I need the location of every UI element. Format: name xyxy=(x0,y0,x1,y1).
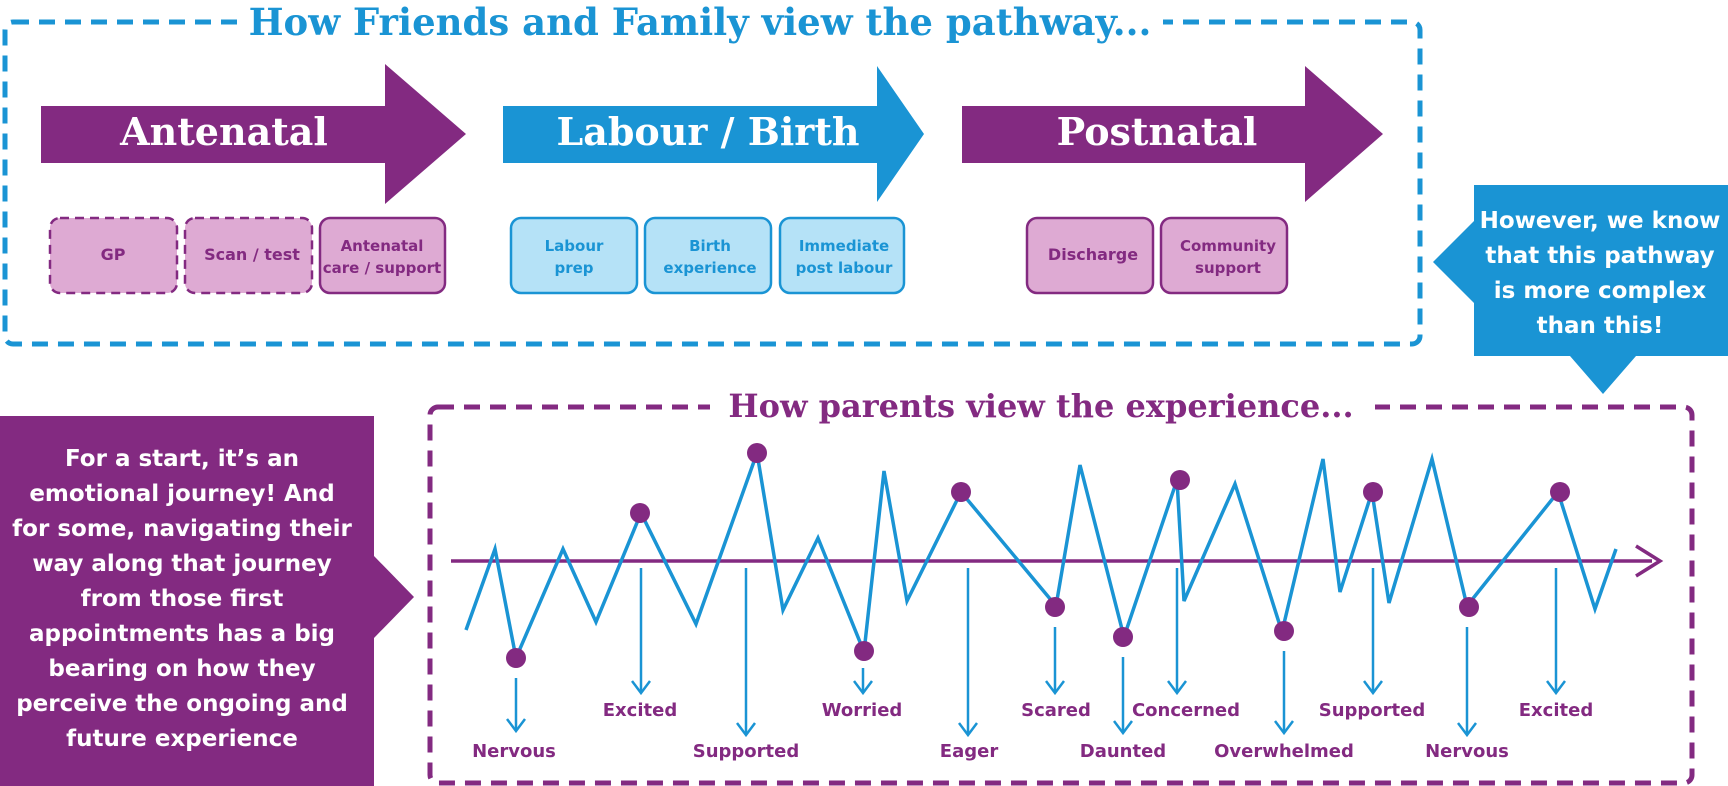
emotion-label-7: Daunted xyxy=(1080,741,1166,762)
antenatal-care-label-line2: care / support xyxy=(323,259,441,277)
complexity-callout-shape xyxy=(1433,185,1728,394)
emotion-label-12: Excited xyxy=(1519,700,1593,721)
community-support-label-line2: support xyxy=(1195,259,1261,277)
emotion-pointer-arrowhead-icon xyxy=(506,718,526,734)
emotion-label-4: Worried xyxy=(822,700,903,721)
immediate-post-labour-label-line1: Immediate xyxy=(799,237,889,255)
postnatal-arrow xyxy=(962,66,1383,202)
antenatal-care-label-line1: Antenatal xyxy=(341,237,424,255)
labour-sub-steps: Labour prep Birth experience Immediate p… xyxy=(509,216,906,295)
emotion-pointer-arrowhead-icon xyxy=(1546,680,1566,696)
emotional-journey-callout-shape xyxy=(0,416,414,786)
antenatal-stage-label: Antenatal xyxy=(119,109,328,154)
emotion-pointer-arrowhead-icon xyxy=(1045,680,1065,696)
community-support-label-line1: Community xyxy=(1180,237,1276,255)
immediate-post-labour-box xyxy=(778,216,906,295)
labour-prep-label-line1: Labour xyxy=(545,237,604,255)
friends-family-title: How Friends and Family view the pathway.… xyxy=(249,0,1152,44)
emotion-label-1: Nervous xyxy=(472,741,556,762)
emotion-label-10: Supported xyxy=(1319,700,1426,721)
gp-label: GP xyxy=(101,245,126,264)
emotion-label-5: Eager xyxy=(940,741,999,762)
birth-experience-label-line2: experience xyxy=(663,259,756,277)
emotional-journey-line4: way along that journey xyxy=(32,551,331,577)
emotion-pointer-arrowhead-icon xyxy=(1113,720,1133,736)
emotion-pointer-arrowhead-icon xyxy=(736,722,756,738)
emotional-journey-line6: appointments has a big xyxy=(29,621,335,647)
emotional-journey-callout: For a start, it’s an emotional journey! … xyxy=(0,416,414,786)
postnatal-sub-steps: Discharge Community support xyxy=(1025,216,1289,295)
gp-box xyxy=(48,216,179,295)
friends-family-dashed-frame xyxy=(2,19,1423,347)
parents-experience-section: How parents view the experience... Nervo… xyxy=(427,385,1695,786)
emotion-label-8: Concerned xyxy=(1132,700,1240,721)
birth-experience-label-line1: Birth xyxy=(689,237,731,255)
parents-experience-title: How parents view the experience... xyxy=(728,387,1353,425)
emotion-marker-1 xyxy=(506,648,526,668)
timeline-arrowhead-icon xyxy=(1635,544,1664,578)
emotion-pointer-arrowhead-icon xyxy=(853,680,873,696)
labour-birth-stage-label: Labour / Birth xyxy=(557,109,860,154)
emotion-label-11: Nervous xyxy=(1425,741,1509,762)
emotion-pointer-arrowhead-icon xyxy=(1167,680,1187,696)
antenatal-care-box xyxy=(318,216,447,295)
emotional-journey-line1: For a start, it’s an xyxy=(65,446,299,472)
complexity-callout-line1: However, we know xyxy=(1480,208,1721,234)
labour-prep-label-line2: prep xyxy=(554,259,593,277)
community-support-box xyxy=(1159,216,1289,295)
emotion-marker-8 xyxy=(1170,470,1190,490)
emotion-label-2: Excited xyxy=(603,700,677,721)
emotion-marker-4 xyxy=(854,641,874,661)
antenatal-sub-steps: GP Scan / test Antenatal care / support xyxy=(48,216,447,295)
immediate-post-labour-label-line2: post labour xyxy=(796,259,893,277)
emotional-journey-line2: emotional journey! And xyxy=(29,481,334,507)
discharge-label: Discharge xyxy=(1048,245,1138,264)
emotion-pointer-arrowhead-icon xyxy=(958,722,978,738)
emotion-markers: NervousExcitedSupportedWorriedEagerScare… xyxy=(472,443,1593,762)
emotion-marker-7 xyxy=(1113,627,1133,647)
emotional-journey-line xyxy=(464,446,1618,664)
emotion-pointer-arrowhead-icon xyxy=(1457,722,1477,738)
emotion-marker-3 xyxy=(747,443,767,463)
labour-birth-arrow xyxy=(503,66,924,202)
emotion-marker-10 xyxy=(1363,482,1383,502)
emotional-journey-line9: future experience xyxy=(66,726,298,752)
emotion-label-3: Supported xyxy=(693,741,800,762)
birth-experience-box xyxy=(643,216,773,295)
emotion-marker-12 xyxy=(1550,482,1570,502)
antenatal-arrow xyxy=(41,64,466,204)
emotion-label-9: Overwhelmed xyxy=(1214,741,1354,762)
scan-test-label: Scan / test xyxy=(204,245,300,264)
emotional-journey-line7: bearing on how they xyxy=(48,656,315,682)
complexity-callout-line3: is more complex xyxy=(1494,278,1707,304)
emotion-marker-6 xyxy=(1045,597,1065,617)
complexity-callout-line4: than this! xyxy=(1537,313,1664,339)
emotion-label-6: Scared xyxy=(1021,700,1091,721)
postnatal-stage-label: Postnatal xyxy=(1057,109,1258,154)
complexity-callout-line2: that this pathway xyxy=(1485,243,1714,269)
complexity-callout: However, we know that this pathway is mo… xyxy=(1433,185,1728,394)
emotion-marker-11 xyxy=(1459,597,1479,617)
emotion-marker-9 xyxy=(1274,621,1294,641)
labour-prep-box xyxy=(509,216,639,295)
emotion-pointer-arrowhead-icon xyxy=(1274,720,1294,736)
parents-title-mask xyxy=(710,385,1375,429)
friends-family-section: How Friends and Family view the pathway.… xyxy=(2,0,1423,347)
emotion-pointer-arrowhead-icon xyxy=(631,680,651,696)
emotional-journey-line5: from those first xyxy=(81,586,284,612)
emotion-marker-2 xyxy=(630,503,650,523)
parents-experience-dashed-frame xyxy=(427,404,1695,786)
emotional-journey-line8: perceive the ongoing and xyxy=(16,691,348,717)
discharge-box xyxy=(1025,216,1155,295)
emotional-journey-line3: for some, navigating their xyxy=(12,516,352,542)
scan-test-box xyxy=(183,216,314,295)
emotion-marker-5 xyxy=(951,482,971,502)
title-mask xyxy=(238,0,1163,44)
emotion-pointer-arrowhead-icon xyxy=(1363,680,1383,696)
